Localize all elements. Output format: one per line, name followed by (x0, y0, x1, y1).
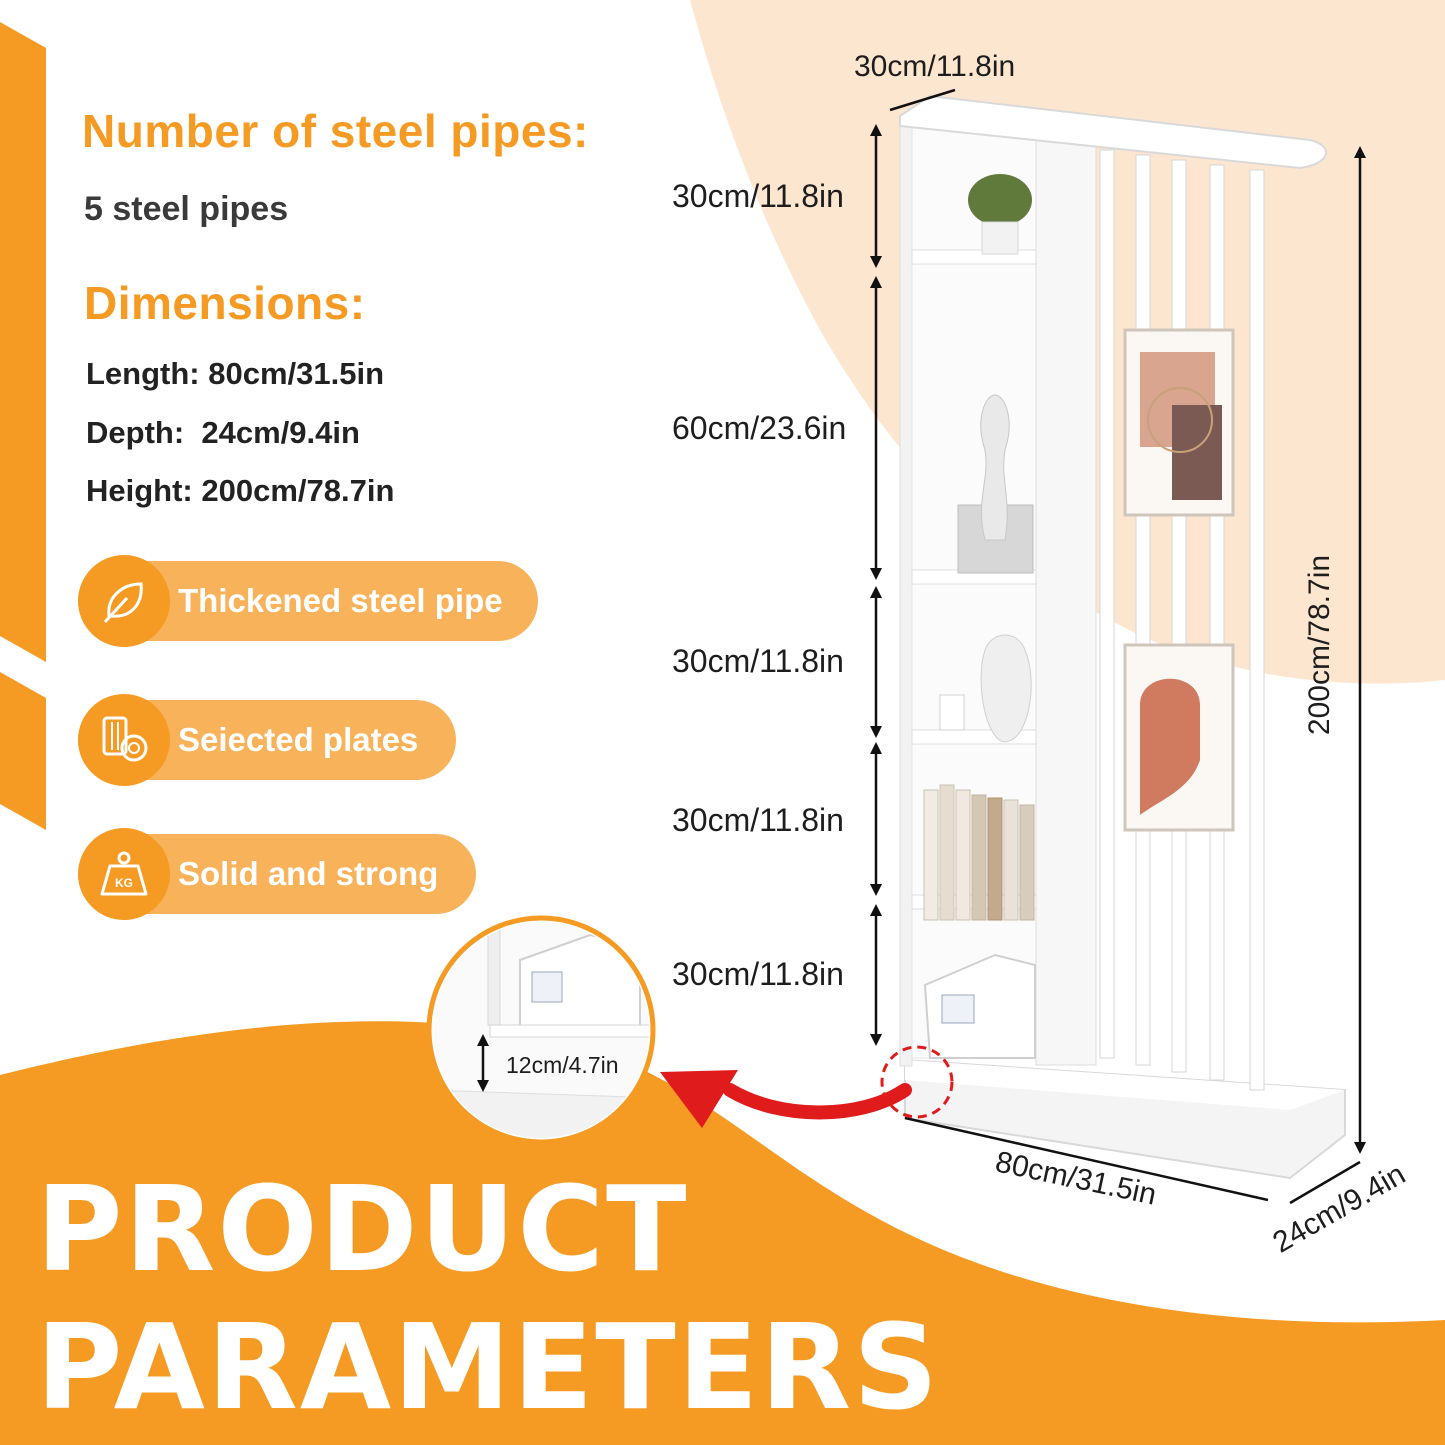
shelf-3-height-label: 30cm/11.8in (672, 643, 844, 679)
feature-label: Solid and strong (178, 855, 439, 892)
shelf-5-height-label: 30cm/11.8in (672, 956, 844, 992)
title-line-2: PARAMETERS (36, 1298, 941, 1436)
shelf-2-height-label: 60cm/23.6in (672, 410, 847, 446)
shelf-1-height-label: 30cm/11.8in (672, 178, 844, 214)
steel-pipes-heading: Number of steel pipes: (82, 105, 589, 157)
feature-label: Seiected plates (178, 721, 419, 758)
kg-weight-icon: KG (78, 828, 170, 920)
orange-wave (0, 1021, 1445, 1445)
feature-label: Thickened steel pipe (178, 582, 503, 619)
feature-thickened-steel-pipe: Thickened steel pipe (78, 555, 538, 647)
left-stripe-bottom (0, 672, 46, 830)
feature-selected-plates: Seiected plates (78, 694, 456, 786)
shelf-4-height-label: 30cm/11.8in (672, 802, 844, 838)
plates-icon (78, 694, 170, 786)
leaf-icon (78, 555, 170, 647)
feature-solid-and-strong: KG Solid and strong (78, 828, 476, 920)
steel-pipes-value: 5 steel pipes (84, 190, 289, 228)
height-spec: Height: 200cm/78.7in (86, 473, 395, 508)
top-width-label: 30cm/11.8in (854, 50, 1016, 83)
total-height-label: 200cm/78.7in (1303, 554, 1337, 736)
red-arrow (723, 1083, 912, 1120)
dimensions-heading: Dimensions: (84, 277, 366, 329)
length-spec: Length: 80cm/31.5in (86, 356, 385, 391)
depth-spec: Depth: 24cm/9.4in (86, 415, 360, 450)
arrow-heads (870, 124, 1366, 1154)
dimension-arrows (874, 88, 1362, 1205)
title-line-1: PRODUCT (36, 1160, 689, 1298)
base-height-label: 12cm/4.7in (506, 1052, 619, 1078)
left-stripe-top (0, 22, 46, 662)
kg-text: KG (115, 876, 133, 890)
highlight-circle (880, 1045, 954, 1119)
